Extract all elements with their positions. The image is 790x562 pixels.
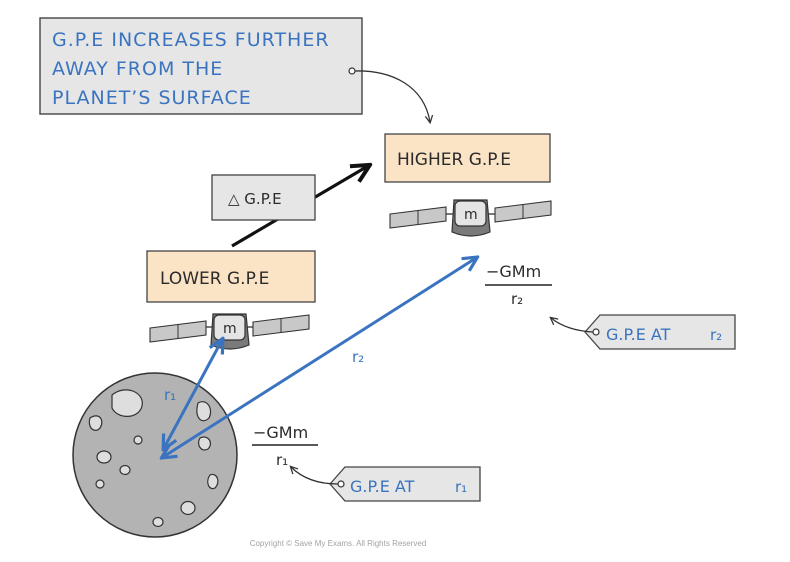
gpe-at-r2-pointer bbox=[551, 318, 594, 333]
delta-gpe-box: △ G.P.E bbox=[211, 174, 316, 221]
formula-lower-denominator: r₁ bbox=[276, 451, 288, 469]
gpe-at-r1-pointer bbox=[291, 467, 339, 485]
planet bbox=[72, 372, 238, 538]
r2-label: r₂ bbox=[352, 348, 364, 366]
solar-panel-right-lower bbox=[252, 314, 310, 337]
lower-gpe-box: LOWER G.P.E bbox=[146, 250, 316, 303]
gpe-at-r1-sub: r₁ bbox=[455, 478, 467, 496]
note-pointer-arrow bbox=[354, 70, 430, 122]
gpe-at-r1-tag: G.P.E AT r₁ bbox=[329, 466, 481, 502]
solar-panel-left-lower bbox=[149, 320, 207, 343]
gpe-at-r2-tag: G.P.E AT r₂ bbox=[584, 314, 736, 350]
higher-gpe-box: HIGHER G.P.E bbox=[384, 133, 551, 183]
delta-gpe-label: △ G.P.E bbox=[228, 190, 282, 208]
higher-gpe-label: HIGHER G.P.E bbox=[397, 150, 511, 170]
r2-arrow bbox=[163, 258, 476, 457]
formula-upper-numerator: −GMm bbox=[486, 262, 541, 281]
r1-label: r₁ bbox=[164, 386, 176, 404]
formula-lower-numerator: −GMm bbox=[253, 423, 308, 442]
mass-label-lower: m bbox=[223, 321, 237, 337]
solar-panel-left-upper bbox=[389, 206, 447, 229]
formula-upper-denominator: r₂ bbox=[511, 290, 523, 308]
copyright-notice: Copyright © Save My Exams. All Rights Re… bbox=[250, 539, 427, 548]
gpe-note-box: G.P.E INCREASES FURTHER AWAY FROM THE PL… bbox=[39, 17, 363, 115]
formula-upper: −GMm r₂ bbox=[485, 262, 552, 308]
mass-label-upper: m bbox=[464, 207, 478, 223]
gpe-at-r2-text: G.P.E AT bbox=[606, 325, 671, 344]
note-line-2: AWAY FROM THE bbox=[52, 58, 223, 80]
solar-panel-right-upper bbox=[494, 200, 552, 223]
gpe-at-r2-sub: r₂ bbox=[710, 326, 722, 344]
satellite-lower: m bbox=[149, 313, 310, 350]
note-line-1: G.P.E INCREASES FURTHER bbox=[52, 29, 330, 51]
satellite-upper: m bbox=[389, 199, 552, 237]
note-line-3: PLANET’S SURFACE bbox=[52, 87, 252, 109]
gpe-at-r1-text: G.P.E AT bbox=[350, 477, 415, 496]
lower-gpe-label: LOWER G.P.E bbox=[160, 269, 269, 289]
formula-lower: −GMm r₁ bbox=[252, 423, 318, 469]
